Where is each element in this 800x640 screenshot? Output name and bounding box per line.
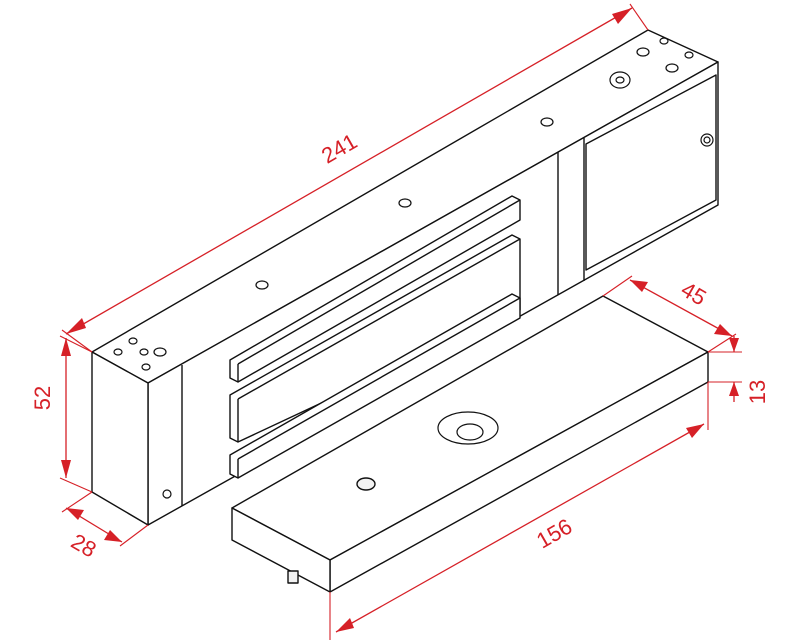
ext-line xyxy=(61,491,93,513)
arrowhead xyxy=(714,324,732,336)
arrowhead xyxy=(729,338,739,352)
ext-line xyxy=(119,524,149,547)
arrowhead xyxy=(729,382,739,396)
magnetic-core-rails xyxy=(229,195,521,479)
armature-plate xyxy=(231,295,709,593)
dim-label-plate-length: 156 xyxy=(532,513,576,553)
dim-label-plate-width: 45 xyxy=(677,277,711,311)
mount-hole xyxy=(113,348,123,356)
dim-line-plate-length xyxy=(335,423,705,633)
mount-hole xyxy=(139,348,149,356)
mount-hole xyxy=(615,76,625,84)
ext-line xyxy=(602,275,633,297)
ext-line xyxy=(59,477,93,493)
mount-hole xyxy=(255,280,269,290)
mounting-holes xyxy=(113,37,694,371)
electronics-cover xyxy=(585,74,717,271)
mount-hole xyxy=(659,37,669,45)
dim-label-plate-thickness: 13 xyxy=(745,380,770,404)
arrowhead xyxy=(686,424,704,438)
mount-hole xyxy=(128,337,138,345)
mount-hole xyxy=(540,117,554,127)
plate-bore xyxy=(456,423,484,441)
dim-line-lock-length xyxy=(65,7,633,335)
dim-label-lock-depth: 28 xyxy=(67,529,101,563)
mount-hole xyxy=(684,51,694,59)
arrowhead xyxy=(612,8,632,24)
lock-end-face xyxy=(91,351,149,526)
dim-line-plate-width xyxy=(629,279,733,337)
mount-hole xyxy=(153,347,167,357)
locating-pin xyxy=(356,477,376,491)
mount-hole xyxy=(636,47,650,57)
bottom-stud xyxy=(287,570,299,584)
dim-label-lock-length: 241 xyxy=(317,128,361,168)
mount-hole xyxy=(665,63,679,73)
arrowhead xyxy=(61,460,71,478)
arrowhead xyxy=(336,618,354,632)
ext-line xyxy=(707,333,737,353)
arrowhead xyxy=(66,318,86,334)
ext-line xyxy=(629,3,649,31)
wire-hole xyxy=(162,489,172,499)
ext-line xyxy=(59,335,93,353)
cover-screw-inner xyxy=(703,136,711,144)
mount-hole xyxy=(141,363,151,371)
ext-line xyxy=(61,329,93,353)
arrowhead xyxy=(104,530,122,542)
dim-label-lock-height: 52 xyxy=(30,386,55,410)
arrowhead xyxy=(66,508,84,520)
arrowhead xyxy=(630,280,648,292)
arrowhead xyxy=(61,338,71,356)
magnetic-lock-body xyxy=(91,29,719,526)
mount-hole xyxy=(398,198,412,208)
